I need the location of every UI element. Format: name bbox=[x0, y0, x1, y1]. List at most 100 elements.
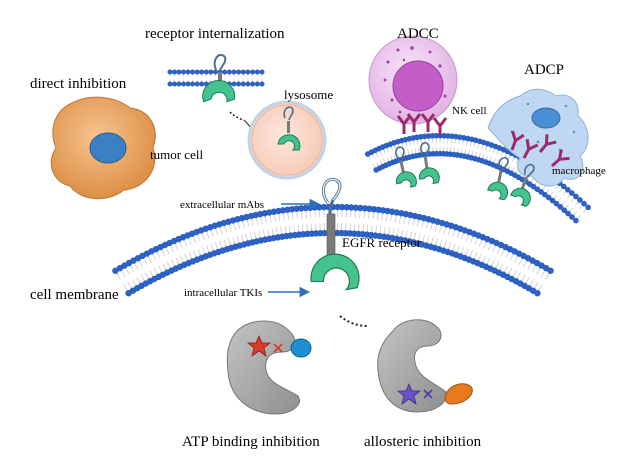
lipid-tail bbox=[251, 218, 254, 226]
lipid-tail bbox=[499, 263, 504, 271]
lipid-tail bbox=[464, 149, 467, 154]
lipid-tail bbox=[438, 225, 442, 233]
lipid-tail bbox=[174, 243, 179, 251]
lipid-tail bbox=[523, 260, 528, 268]
tki-molecule bbox=[290, 338, 312, 358]
lipid-tail bbox=[486, 257, 491, 265]
lipid-tail bbox=[368, 156, 372, 161]
allosteric-block-cross bbox=[423, 389, 433, 399]
lipid-tail bbox=[273, 214, 276, 222]
lipid-tail bbox=[425, 222, 429, 230]
lipid-tail bbox=[407, 217, 411, 225]
lipid-tail bbox=[131, 279, 137, 286]
lipid-tail bbox=[491, 259, 495, 267]
lipid-head bbox=[236, 69, 242, 75]
tumor-cell bbox=[50, 96, 156, 200]
lipid-tail bbox=[127, 281, 132, 289]
lipid-tail bbox=[171, 259, 175, 267]
lipid-tail bbox=[422, 234, 425, 242]
lipid-head bbox=[240, 81, 246, 87]
lipid-tail bbox=[412, 218, 415, 226]
lipid-tail bbox=[236, 235, 240, 243]
lipid-tail bbox=[233, 223, 236, 231]
lipid-tail bbox=[482, 154, 485, 159]
lipid-tail bbox=[521, 274, 526, 282]
lipid-tail bbox=[269, 215, 272, 223]
lipid-tail bbox=[393, 154, 396, 159]
lipid-tail bbox=[383, 149, 386, 154]
lipid-tail bbox=[280, 226, 283, 234]
lipid-tail bbox=[571, 198, 575, 203]
lipid-head bbox=[199, 69, 205, 75]
lipid-tail bbox=[138, 260, 143, 268]
effector-cell-membrane bbox=[364, 132, 591, 224]
lipid-tail bbox=[289, 225, 291, 233]
lipid-tail bbox=[487, 243, 492, 251]
lipid-head bbox=[185, 69, 191, 75]
lipid-tail bbox=[567, 194, 571, 199]
lipid-head bbox=[236, 81, 242, 87]
lipid-tail bbox=[405, 142, 408, 147]
lipid-tail bbox=[394, 215, 397, 223]
lipid-tail bbox=[390, 146, 393, 151]
lipid-tail bbox=[508, 155, 511, 160]
lipid-tail bbox=[492, 245, 496, 253]
lipid-head bbox=[250, 69, 256, 75]
lipid-tail bbox=[407, 150, 410, 155]
lipid-tail bbox=[403, 151, 406, 156]
lipid-tail bbox=[495, 261, 500, 269]
lipid-tail bbox=[300, 211, 303, 219]
lipid-head bbox=[199, 81, 205, 87]
lipid-head bbox=[259, 69, 265, 75]
lipid-head bbox=[254, 81, 260, 87]
atp-star bbox=[246, 334, 272, 357]
lipid-tail bbox=[219, 227, 223, 235]
lipid-tail bbox=[161, 249, 166, 257]
lipid-head bbox=[561, 207, 567, 213]
lipid-tail bbox=[512, 269, 517, 277]
lipid-tail bbox=[431, 237, 434, 244]
membrane-receptor bbox=[510, 163, 535, 207]
lipid-tail bbox=[485, 146, 488, 151]
lipid-tail bbox=[264, 216, 267, 224]
lipid-tail bbox=[228, 224, 232, 232]
lipid-tail bbox=[496, 150, 499, 155]
lipid-tail bbox=[375, 152, 379, 157]
lipid-tail bbox=[245, 233, 248, 241]
lipid-tail bbox=[255, 217, 259, 225]
lipid-tail bbox=[469, 250, 473, 258]
lipid-tail bbox=[206, 231, 210, 239]
lipid-tail bbox=[401, 229, 404, 237]
lipid-head bbox=[167, 69, 173, 75]
lipid-head bbox=[564, 186, 571, 193]
lipid-tail bbox=[399, 216, 402, 224]
lipid-tail bbox=[386, 157, 389, 162]
lipid-tail bbox=[358, 223, 360, 231]
lipid-head bbox=[176, 69, 182, 75]
lipid-tail bbox=[511, 166, 515, 172]
lipid-tail bbox=[130, 265, 135, 273]
lipid-tail bbox=[210, 243, 214, 251]
lipid-tail bbox=[149, 269, 154, 277]
lipid-tail bbox=[536, 268, 541, 275]
lipid-tail bbox=[165, 247, 170, 255]
lipid-tail bbox=[505, 251, 510, 259]
lipid-tail bbox=[409, 231, 412, 239]
lipid-tail bbox=[184, 253, 188, 261]
lipid-tail bbox=[197, 234, 201, 242]
lipid-tail bbox=[573, 211, 577, 216]
lipid-tail bbox=[394, 145, 397, 150]
lipid-tail bbox=[242, 220, 245, 228]
lipid-tail bbox=[477, 143, 480, 149]
lipid-tail bbox=[462, 140, 464, 145]
lipid-tail bbox=[460, 148, 463, 154]
antibody bbox=[522, 139, 539, 159]
lipid-head bbox=[534, 186, 541, 193]
lipid-tail bbox=[379, 160, 383, 165]
lipid-tail bbox=[411, 149, 413, 154]
antibody bbox=[406, 113, 422, 132]
lipid-tail bbox=[396, 228, 399, 236]
lipid-tail bbox=[418, 233, 421, 241]
lipid-tail bbox=[215, 228, 219, 236]
